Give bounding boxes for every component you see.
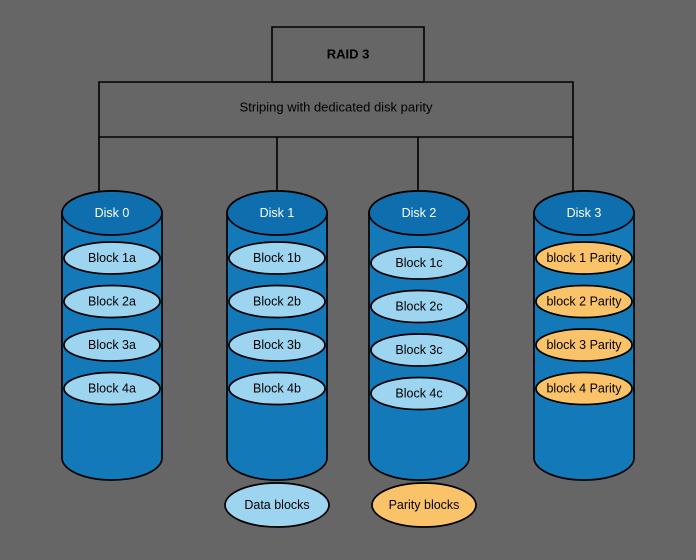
raid-subtitle-text: Striping with dedicated disk parity — [240, 99, 433, 114]
block-label: block 3 Parity — [546, 338, 622, 352]
disk-label: Disk 2 — [402, 206, 437, 220]
block-ellipse[interactable] — [63, 371, 161, 406]
header-group: RAID 3 Striping with dedicated disk pari… — [98, 26, 574, 138]
block-label: block 4 Parity — [546, 381, 622, 395]
block-label: Block 4a — [88, 381, 136, 395]
legend-label: Parity blocks — [389, 498, 460, 512]
block-label: Block 1c — [395, 256, 442, 270]
block-ellipse[interactable] — [228, 241, 326, 275]
disk-label: Disk 0 — [95, 206, 130, 220]
block-label: block 2 Parity — [546, 294, 622, 308]
block-label: block 1 Parity — [546, 251, 622, 265]
block-label: Block 3a — [88, 338, 136, 352]
block-ellipse[interactable] — [63, 328, 161, 362]
block-ellipse[interactable] — [370, 289, 468, 324]
block-label: Block 1a — [88, 251, 136, 265]
block-ellipse[interactable] — [535, 284, 633, 319]
block-ellipse[interactable] — [370, 333, 468, 367]
block-label: Block 2a — [88, 294, 136, 308]
block-ellipse[interactable] — [535, 241, 633, 275]
disk-1[interactable]: Disk 1 Block 1b Block 2b Block 3b Block 4b — [226, 190, 328, 481]
disk-label: Disk 3 — [567, 206, 602, 220]
block-label: Block 2b — [253, 294, 301, 308]
block-label: Block 4b — [253, 381, 301, 395]
disk-top-cap — [226, 190, 328, 236]
block-ellipse[interactable] — [228, 328, 326, 362]
block-ellipse[interactable] — [63, 284, 161, 319]
block-ellipse[interactable] — [228, 284, 326, 319]
disk-2[interactable]: Disk 2 Block 1c Block 2c Block 3c Block 4c — [368, 190, 470, 481]
legend-swatch — [224, 482, 330, 528]
connector-group — [98, 137, 574, 191]
legend-layer: Data blocks Parity blocks — [224, 482, 477, 528]
legend-swatch — [371, 482, 477, 528]
block-label: Block 3b — [253, 338, 301, 352]
block-ellipse[interactable] — [535, 328, 633, 362]
block-label: Block 2c — [395, 299, 442, 313]
block-label: Block 1b — [253, 251, 301, 265]
disk-top-cap — [533, 190, 635, 236]
raid-title-text: RAID 3 — [327, 46, 370, 61]
disk-0[interactable]: Disk 0 Block 1a Block 2a Block 3a Block 4a — [61, 190, 163, 481]
disk-label: Disk 1 — [260, 206, 295, 220]
block-ellipse[interactable] — [535, 371, 633, 406]
block-ellipse[interactable] — [370, 376, 468, 411]
legend-item-data[interactable]: Data blocks — [224, 482, 330, 528]
block-label: Block 3c — [395, 343, 442, 357]
block-label: Block 4c — [395, 386, 442, 400]
legend-label: Data blocks — [244, 498, 309, 512]
disk-top-cap — [61, 190, 163, 236]
disk-3[interactable]: Disk 3 block 1 Parity block 2 Parity block … — [533, 190, 635, 481]
block-ellipse[interactable] — [228, 371, 326, 406]
legend-item-parity[interactable]: Parity blocks — [371, 482, 477, 528]
disk-top-cap — [368, 190, 470, 236]
block-ellipse[interactable] — [370, 246, 468, 280]
block-ellipse[interactable] — [63, 241, 161, 275]
